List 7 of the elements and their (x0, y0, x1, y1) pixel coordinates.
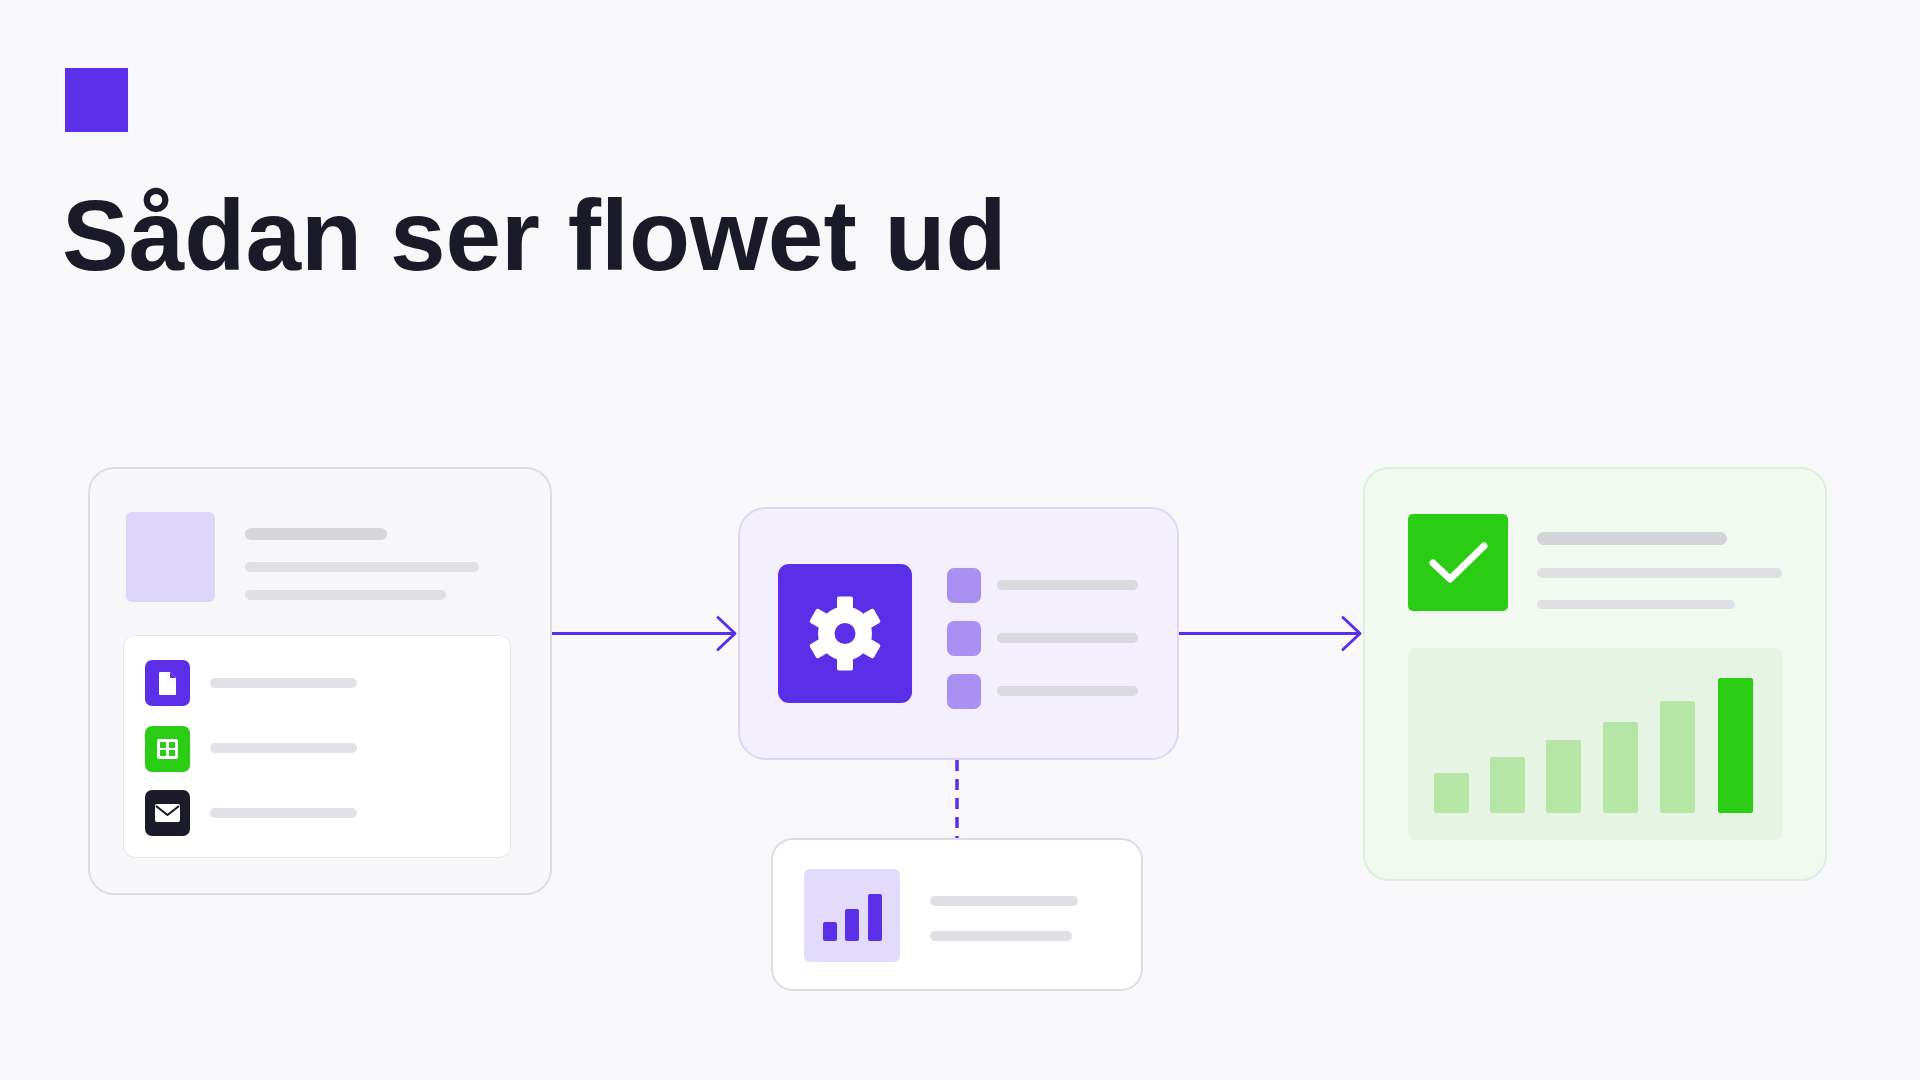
arrow (1179, 616, 1362, 651)
arrow (552, 616, 737, 651)
process-card (738, 507, 1179, 760)
title: Sådan ser flowet ud (62, 178, 1007, 293)
dashed-line (955, 760, 959, 838)
input-card (88, 467, 552, 895)
report-card (771, 838, 1143, 991)
